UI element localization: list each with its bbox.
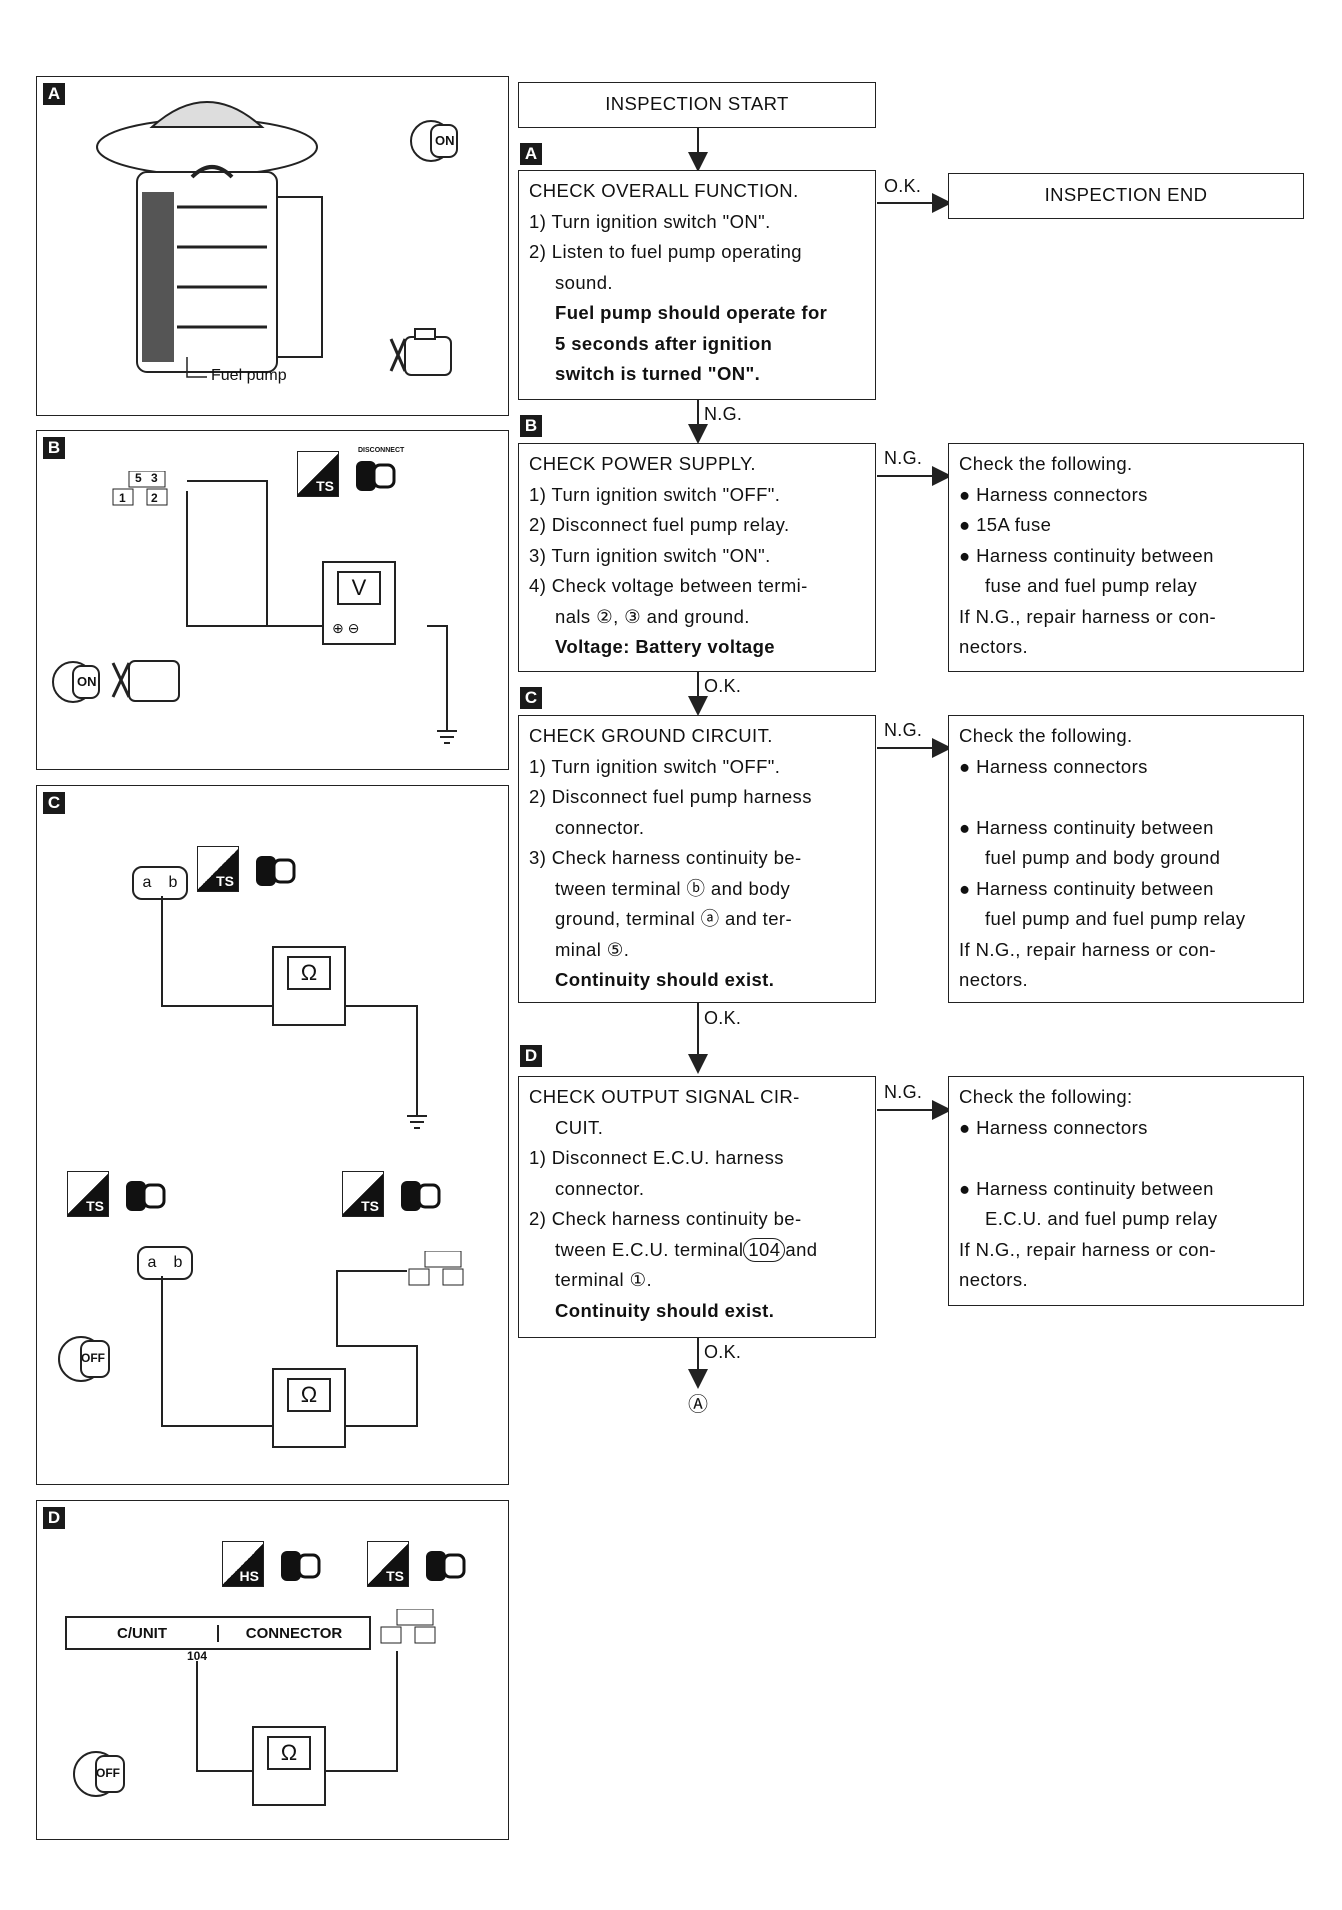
hs-meter-icon: HS — [222, 1541, 264, 1587]
ts-meter-icon: TS — [297, 451, 339, 497]
illustration-panel-a: A Fuel pump ON — [36, 76, 509, 416]
ignition-key-on-icon: ON — [409, 115, 461, 167]
relay-connector-icon — [379, 1608, 449, 1649]
illustration-panel-d: D C/UNIT CONNECTOR 104 HS TS Ω OFF — [36, 1500, 509, 1840]
ohmmeter-icon: Ω — [272, 946, 346, 1026]
terminal-104-circle: 104 — [743, 1237, 786, 1262]
panel-a-tag: A — [43, 83, 65, 105]
ohmmeter-icon: Ω — [272, 1368, 346, 1448]
down-label-2: O.K. — [704, 676, 742, 696]
step-d-result-box: Check the following: ● Harness connector… — [948, 1076, 1304, 1306]
step-a-ok-label: O.K. — [884, 176, 922, 196]
fuel-pump-illustration — [96, 101, 323, 378]
down-label-1: N.G. — [704, 404, 743, 424]
engine-off-icon — [111, 660, 180, 702]
step-b-box: CHECK POWER SUPPLY. 1) Turn ignition swi… — [518, 443, 876, 672]
step-c-result-box: Check the following. ● Harness connector… — [948, 715, 1304, 1003]
disconnect-icon — [126, 1181, 166, 1211]
down-label-3: O.K. — [704, 1008, 742, 1028]
step-c-box: CHECK GROUND CIRCUIT. 1) Turn ignition s… — [518, 715, 876, 1003]
disconnect-icon: DISCONNECT — [352, 447, 404, 495]
ignition-key-off-icon: OFF — [57, 1331, 113, 1387]
continue-marker: Ⓐ — [688, 1394, 709, 1416]
step-c-ng-label: N.G. — [884, 720, 923, 740]
engine-off-icon — [389, 328, 452, 376]
ignition-key-on-icon: ON — [51, 656, 103, 708]
ts-meter-icon: TS — [197, 846, 239, 892]
disconnect-icon — [401, 1181, 441, 1211]
step-d-box: CHECK OUTPUT SIGNAL CIR- CUIT. 1) Discon… — [518, 1076, 876, 1338]
voltmeter-icon: V ⊕ ⊖ — [322, 561, 396, 645]
step-a-tag: A — [520, 143, 542, 165]
ts-meter-icon: TS — [67, 1171, 109, 1217]
fuel-pump-label: Fuel pump — [211, 367, 287, 384]
down-label-4: O.K. — [704, 1342, 742, 1362]
panel-b-tag: B — [43, 437, 65, 459]
inspection-start-box: INSPECTION START — [518, 82, 876, 128]
step-d-ng-label: N.G. — [884, 1082, 923, 1102]
step-d-tag: D — [520, 1045, 542, 1067]
terminal-104-label: 104 — [187, 1649, 208, 1663]
cunit-connector-bar: C/UNIT CONNECTOR — [65, 1616, 371, 1650]
disconnect-icon — [426, 1551, 466, 1581]
relay-connector-icon — [407, 1250, 477, 1291]
inspection-end-box: INSPECTION END — [948, 173, 1304, 219]
disconnect-icon — [281, 1551, 321, 1581]
step-c-tag: C — [520, 687, 542, 709]
step-b-ng-label: N.G. — [884, 448, 923, 468]
disconnect-icon — [256, 856, 296, 886]
panel-d-tag: D — [43, 1507, 65, 1529]
step-a-box: CHECK OVERALL FUNCTION. 1) Turn ignition… — [518, 170, 876, 400]
ignition-key-off-icon: OFF — [72, 1746, 128, 1802]
ts-meter-icon: TS — [342, 1171, 384, 1217]
illustration-panel-b: B 5 3 1 2 V ⊕ ⊖ TS DISCONNECT ON — [36, 430, 509, 770]
step-b-result-box: Check the following. ● Harness connector… — [948, 443, 1304, 672]
ts-meter-icon: TS — [367, 1541, 409, 1587]
panel-c-tag: C — [43, 792, 65, 814]
ohmmeter-icon: Ω — [252, 1726, 326, 1806]
step-b-tag: B — [520, 415, 542, 437]
relay-connector-icon: 5 3 1 2 — [107, 471, 187, 511]
